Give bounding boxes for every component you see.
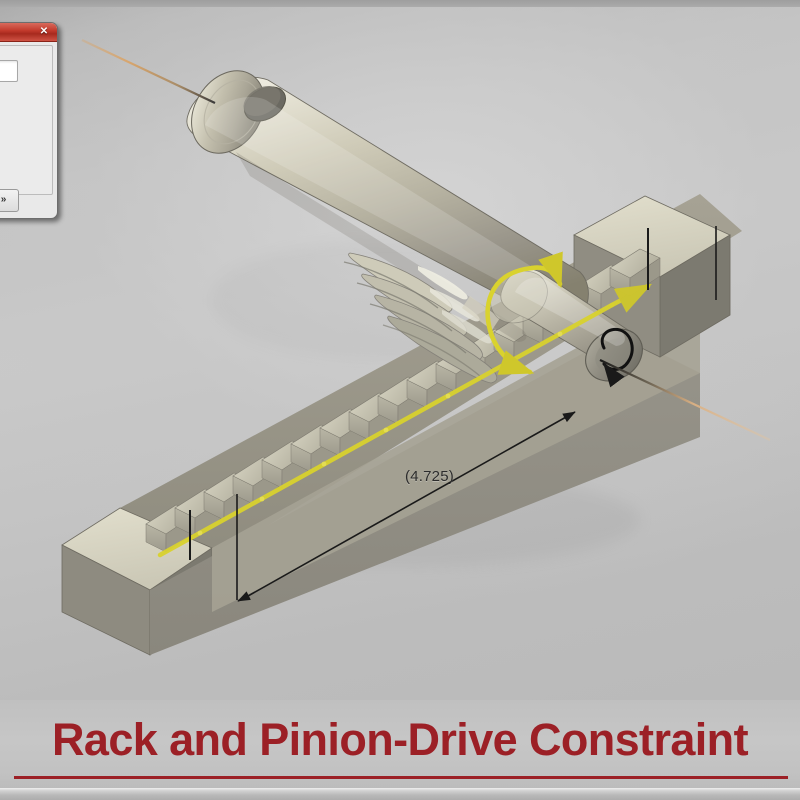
axis-lines [81,39,771,560]
top-edge-band [0,0,800,7]
black-rotation-arrow [600,327,634,388]
rack-teeth [145,248,661,553]
expand-chevron-button[interactable]: » [0,189,19,212]
value-input[interactable] [0,60,18,82]
cad-viewport[interactable]: (4.725) [0,0,800,700]
rack-pitch-line-highlight [157,283,652,558]
pinion-gear-teeth [343,252,500,384]
dialog-titlebar[interactable]: ✕ [0,23,57,42]
dialog-body [0,45,53,195]
yellow-rotation-arrow [485,251,563,375]
linear-dimension [236,226,717,602]
dimension-value-label: (4.725) [405,468,454,485]
cad-model-graphics [61,39,771,656]
page-title: Rack and Pinion-Drive Constraint [52,714,749,765]
close-icon[interactable]: ✕ [39,26,49,37]
bottom-edge-band [0,788,800,800]
pinion-shaft[interactable] [177,57,589,384]
caption-underline [14,776,788,779]
caption-bar: Rack and Pinion-Drive Constraint [0,700,800,800]
drive-constraint-dialog[interactable]: ✕ » [0,22,58,219]
